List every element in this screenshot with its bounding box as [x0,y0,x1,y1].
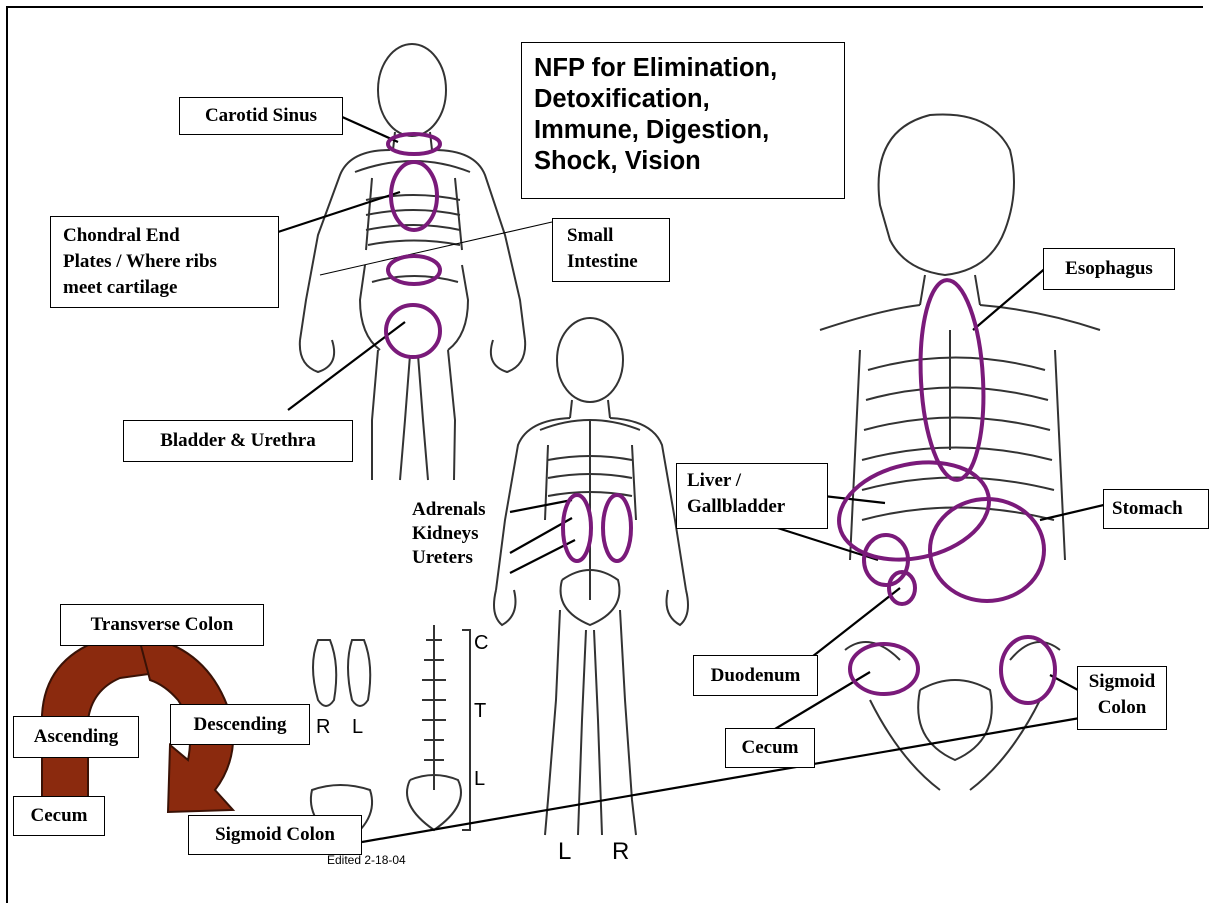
label-cecum-left: Cecum [13,796,105,836]
spine-cervical-mark: C [474,632,488,655]
label-adrenals-kidneys-ureters: Adrenals Kidneys Ureters [412,498,486,570]
label-transverse-colon: Transverse Colon [60,604,264,646]
spine-lumbar-mark: L [474,768,485,791]
label-chondral-end-plates: Chondral End Plates / Where ribs meet ca… [50,216,279,308]
spine-thoracic-mark: T [474,700,486,723]
label-duodenum: Duodenum [693,655,818,696]
label-descending: Descending [170,704,310,745]
edited-date: Edited 2-18-04 [327,853,406,867]
label-liver-gallbladder: Liver / Gallbladder [676,463,828,529]
label-ascending: Ascending [13,716,139,758]
label-carotid-sinus: Carotid Sinus [179,97,343,135]
foot-left-mark: L [352,716,363,739]
label-cecum-right: Cecum [725,728,815,768]
label-stomach: Stomach [1103,489,1209,529]
spine-drawing [407,625,470,830]
label-sigmoid-colon-bottom: Sigmoid Colon [188,815,362,855]
label-esophagus: Esophagus [1043,248,1175,290]
diagram-title: NFP for Elimination, Detoxification, Imm… [521,42,845,199]
label-small-intestine: Small Intestine [552,218,670,282]
label-sigmoid-colon-right: Sigmoid Colon [1077,666,1167,730]
back-left-mark: L [558,838,571,866]
foot-right-mark: R [316,716,330,739]
back-right-mark: R [612,838,629,866]
feet-drawing [313,640,370,706]
label-bladder-urethra: Bladder & Urethra [123,420,353,462]
back-body-figure [494,318,688,835]
